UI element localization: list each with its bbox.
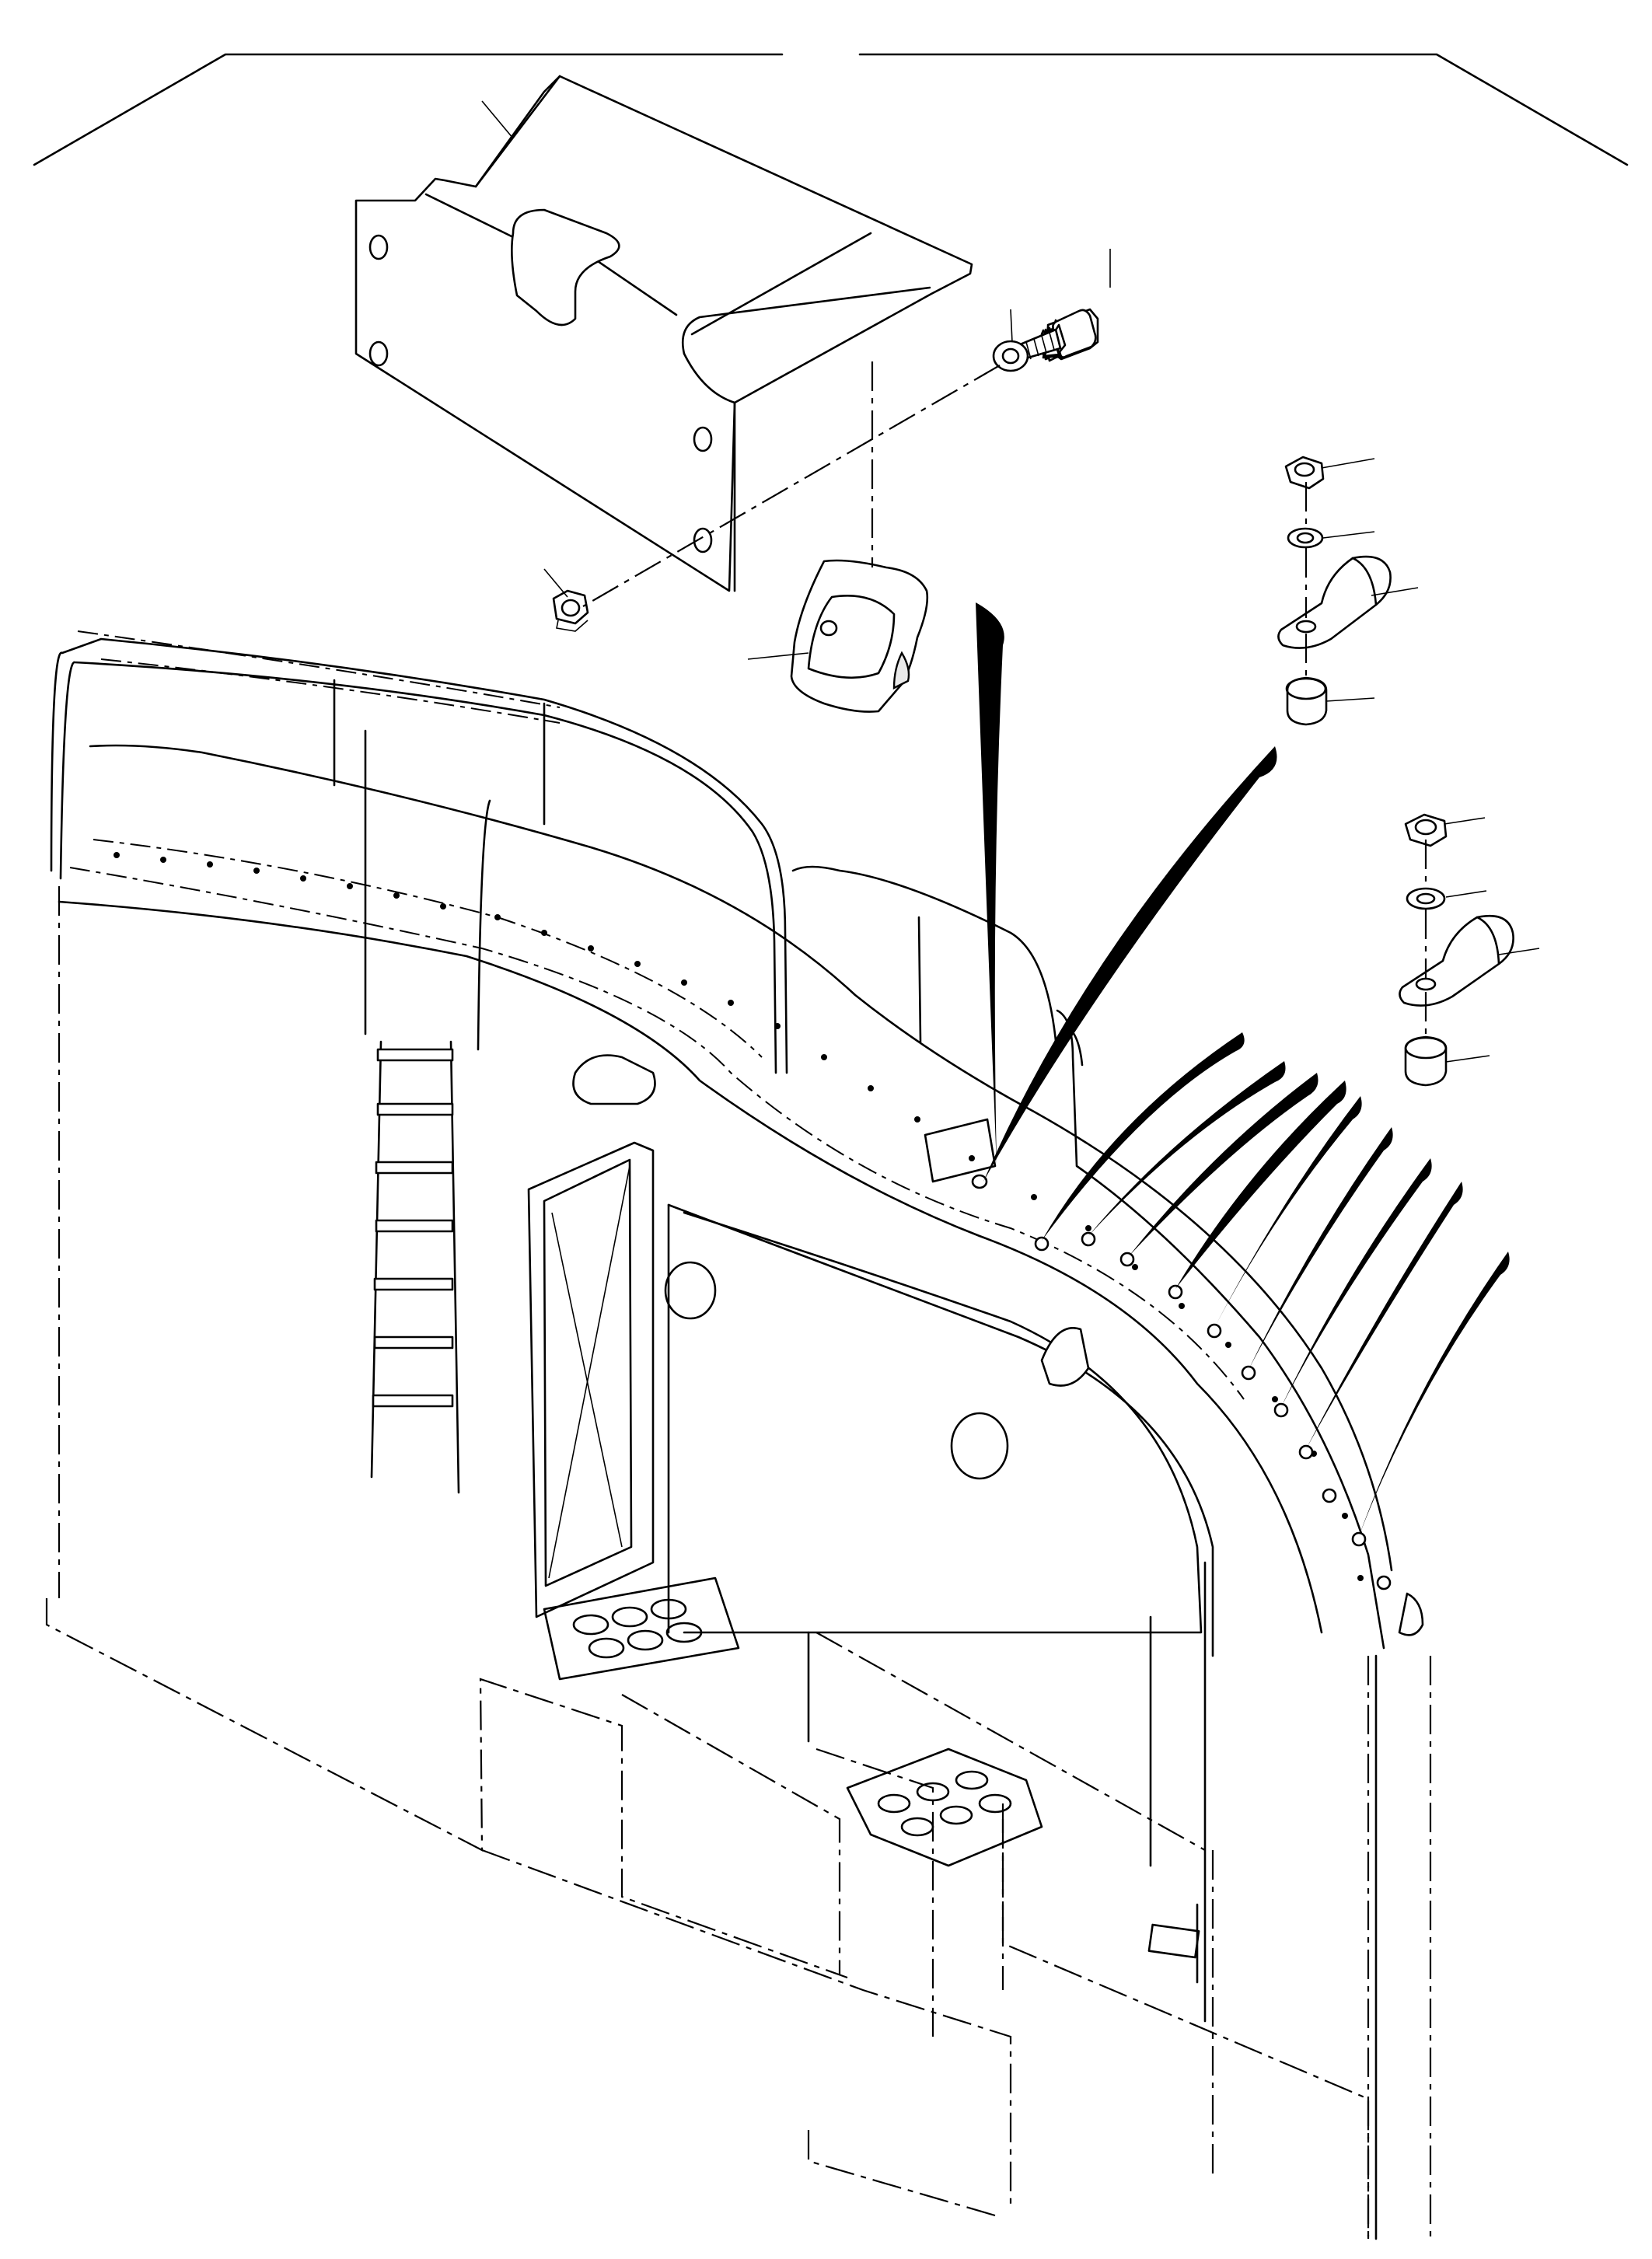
clamp-assembly-upper <box>1277 456 1392 726</box>
rubber-mount <box>790 559 929 713</box>
bracket-cover <box>354 75 973 592</box>
machine-frame <box>45 630 1432 2240</box>
explosion-lines <box>582 361 1427 1037</box>
hex-nut <box>552 589 589 632</box>
border-frame <box>33 53 1629 166</box>
leader-lines <box>481 100 1540 1063</box>
ladder-rungs <box>372 1048 454 1408</box>
clamp-assembly-lower <box>1399 813 1514 1087</box>
step-plate-center <box>846 1747 1043 1867</box>
wedge-leaders <box>976 602 1510 1536</box>
fastener-dots <box>114 852 1364 1581</box>
flat-washer <box>992 340 1029 372</box>
bolt-heads <box>1034 1231 1392 1590</box>
step-plate-left <box>543 1576 740 1681</box>
